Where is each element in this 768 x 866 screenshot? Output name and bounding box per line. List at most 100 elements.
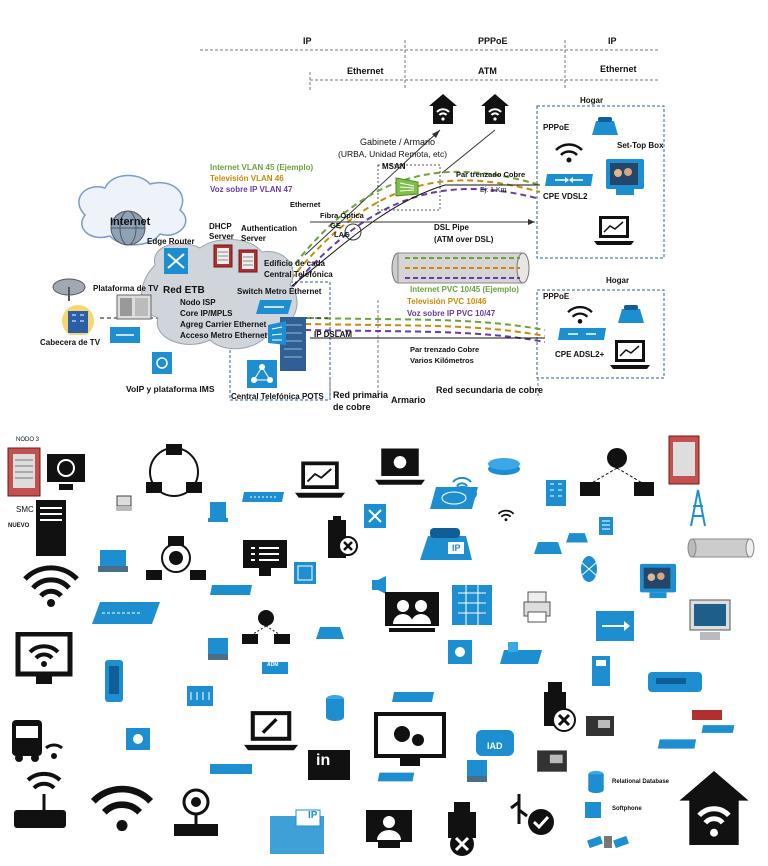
- monitor-icon: [689, 599, 731, 640]
- pipe-icon: [687, 538, 755, 558]
- red-secundaria-label: Red secundaria de cobre: [436, 385, 544, 395]
- red-primaria-label: Red primaria: [333, 390, 389, 400]
- speaker-icon: [372, 576, 386, 594]
- printer-icon: [523, 591, 551, 623]
- tv-icon: [606, 159, 644, 195]
- ring-network-icon: [146, 444, 202, 497]
- tv-icon: [639, 563, 677, 599]
- video-conference-icon: [385, 592, 439, 632]
- relational-db-label: Relational Database: [612, 779, 670, 785]
- mac-laptop-icon: [375, 448, 425, 485]
- desk-phone-icon: [586, 716, 614, 736]
- ej-km-label: Ej: 1 Km: [480, 187, 507, 194]
- wifi-monitor-icon: [15, 632, 73, 684]
- switch-bar-icon: [92, 602, 160, 624]
- nodo3-label: NODO 3: [16, 437, 40, 443]
- switch-icon: [392, 692, 434, 702]
- home-wifi-icon: [429, 94, 457, 124]
- softphone-icon: [585, 802, 601, 818]
- set-top-box-label: Set-Top Box: [617, 141, 664, 150]
- router-icon: [488, 458, 520, 475]
- laptop-chart-icon: [295, 461, 345, 498]
- softphone-label: Softphone: [612, 806, 642, 812]
- satellite-router-icon: [174, 788, 218, 836]
- workstation-icon: [116, 495, 132, 511]
- nuevo-label: NUEVO: [8, 523, 30, 529]
- ims-platform-icon: [152, 352, 172, 374]
- laptop-wrench-icon: [244, 711, 298, 751]
- window-icon: [599, 517, 613, 535]
- monitor-globe-icon: [47, 454, 85, 490]
- satellite-dish-icon: [52, 278, 86, 301]
- ups-icon: [592, 656, 610, 686]
- network-globe-icon: [242, 610, 290, 644]
- authentication-label: Authentication: [241, 224, 297, 233]
- par-trenzado-top-label: Par trenzado Cobre: [456, 170, 526, 179]
- switch-icon: [657, 739, 697, 749]
- rack-server-icon: [7, 447, 41, 497]
- gear-device-icon: [126, 728, 150, 750]
- voz-vlan-label: Voz sobre IP VLAN 47: [210, 185, 293, 194]
- tower-server-icon: [105, 660, 123, 702]
- cabecera-tv-label: Cabecera de TV: [40, 338, 101, 347]
- bus-wifi-icon: [12, 720, 63, 762]
- internet-pvc-label green: Internet PVC 10/45 (Ejemplo): [410, 285, 519, 294]
- server-icon: [238, 249, 258, 273]
- header-ip-left: IP: [303, 36, 312, 46]
- workstation-icon: [208, 638, 228, 660]
- cpe-router-icon: [558, 328, 606, 340]
- dhcp-label: DHCP: [209, 222, 232, 231]
- in-badge: in: [316, 752, 331, 769]
- pots-switch-icon: [247, 360, 277, 388]
- ip-phone-icon: [420, 528, 472, 560]
- switch-icon: [701, 725, 735, 733]
- dhcp-server-label: Server: [209, 232, 234, 241]
- gabinete-label: Gabinete / Armario: [360, 137, 436, 147]
- antenna-icon: [580, 556, 598, 582]
- ip-phone-icon: [270, 809, 324, 854]
- gabinete-sub-label: (URBA, Unidad Remota, etc): [338, 149, 448, 159]
- battery-x-icon: [328, 516, 358, 558]
- red-etb-label: Red ETB: [163, 285, 205, 296]
- hogar-top-label: Hogar: [580, 96, 604, 105]
- switch-icon: [242, 492, 284, 502]
- header-atm: ATM: [478, 66, 497, 76]
- switch-icon: [210, 764, 252, 774]
- appliance-icon: [294, 562, 316, 584]
- nodo-isp-label: Nodo ISP: [180, 298, 216, 307]
- database-icon: [588, 770, 604, 794]
- auth-server-label: Server: [241, 234, 266, 243]
- msan-device-icon: [395, 177, 419, 197]
- server-rack-icon: [668, 435, 700, 485]
- laptop-chart-icon: [594, 216, 634, 245]
- pppoe-top-label: PPPoE: [543, 123, 570, 132]
- central-tel-label: Central Telefónica: [264, 270, 333, 279]
- ip-phone-icon: [592, 117, 618, 135]
- phone-blue-icon: [208, 502, 228, 522]
- phone-icon: [316, 627, 344, 639]
- usb-check-icon: [510, 794, 554, 835]
- wifi-small-icon: [497, 509, 515, 522]
- voz-pvc-label: Voz sobre IP PVC 10/47: [407, 309, 496, 318]
- monitor-list-icon: [243, 540, 287, 576]
- ge-label: GE: [330, 221, 341, 230]
- metro-switch-icon: [256, 300, 292, 314]
- sun-device-icon: [448, 640, 472, 664]
- varios-km-label: Varios Kilómetros: [410, 356, 474, 365]
- fibra-label: Fibra Óptica: [320, 211, 364, 220]
- desktop-tower-icon: [36, 500, 66, 556]
- cpe-router-icon: [545, 174, 593, 186]
- firewall-icon: [452, 585, 492, 625]
- workstation-icon: [98, 550, 128, 572]
- phone-icon: [566, 533, 588, 543]
- iad-icon: [476, 730, 514, 756]
- cpe-adsl2-label: CPE ADSL2+: [555, 350, 605, 359]
- cpe-router-icon: [596, 611, 634, 641]
- user-monitor-icon: [366, 810, 412, 848]
- head-end-building-icon: [62, 305, 94, 335]
- pppoe-bottom-label: PPPoE: [543, 292, 570, 301]
- modem-icon: [648, 672, 702, 692]
- usb-x-icon: [448, 802, 476, 856]
- cell-tower-icon: [690, 489, 706, 527]
- switch-icon: [377, 772, 415, 782]
